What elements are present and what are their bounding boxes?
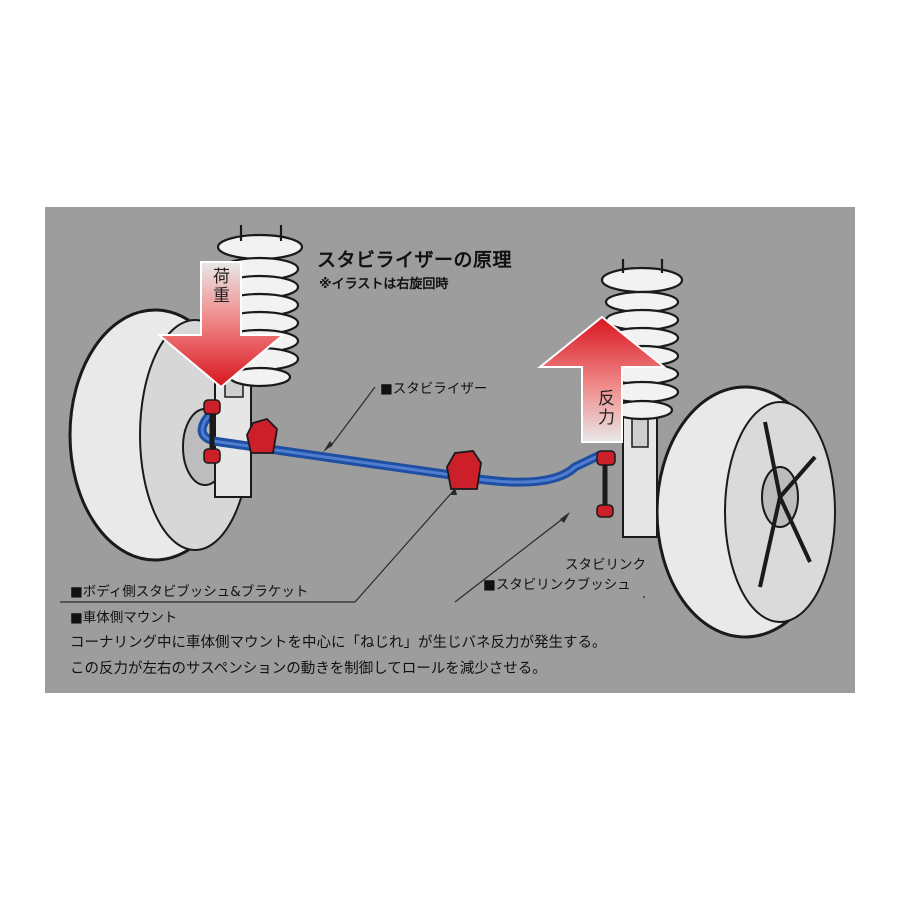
load-arrow-label: 荷重 bbox=[209, 267, 229, 305]
reaction-arrow-label: 反力 bbox=[594, 389, 614, 427]
diagram-panel: スタビライザーの原理 ※イラストは右旋回時 荷重 反力 ■スタビライザー スタビ… bbox=[45, 207, 855, 693]
right-strut bbox=[622, 406, 658, 538]
right-stabilink bbox=[596, 450, 616, 518]
leader-lines bbox=[60, 386, 645, 603]
callout-stabilizer: ■スタビライザー bbox=[380, 381, 488, 397]
left-body-bush-bracket bbox=[246, 417, 278, 454]
description-line-1: コーナリング中に車体側マウントを中心に「ねじれ」が生じバネ反力が発生する。 bbox=[70, 635, 607, 651]
suspension-illustration bbox=[60, 225, 836, 639]
load-arrow bbox=[156, 261, 286, 389]
left-stabilink bbox=[203, 399, 221, 464]
diagram-title: スタビライザーの原理 bbox=[317, 249, 513, 271]
diagram-subtitle: ※イラストは右旋回時 bbox=[319, 277, 449, 292]
right-wheel bbox=[655, 385, 836, 639]
reaction-arrow bbox=[537, 315, 667, 443]
center-body-mount bbox=[446, 450, 482, 490]
callout-stabilink-bush: ■スタビリンクブッシュ bbox=[483, 577, 631, 593]
description-line-2: この反力が左右のサスペンションの動きを制御してロールを減少させる。 bbox=[70, 661, 547, 677]
callout-stabilink: スタビリンク bbox=[565, 557, 646, 573]
callout-body-mount: ■車体側マウント bbox=[70, 610, 178, 626]
callout-body-bush-bracket: ■ボディ側スタビブッシュ&ブラケット bbox=[70, 584, 309, 600]
